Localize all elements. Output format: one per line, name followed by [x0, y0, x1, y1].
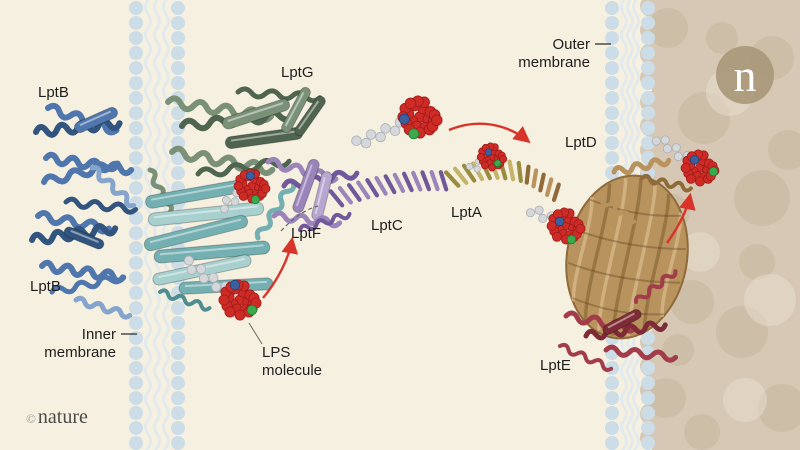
label-lptb-top: LptB: [38, 84, 69, 101]
label-lpte: LptE: [540, 357, 571, 374]
label-lptf: LptF: [291, 225, 321, 242]
label-outer-membrane-line1: Outer: [552, 36, 590, 53]
nature-logo-circle: [716, 46, 774, 104]
copyright-symbol: ©: [26, 411, 36, 426]
lptd-barrel-protein: [565, 157, 693, 340]
lpte-protein: [558, 269, 679, 372]
lptg-protein: [147, 86, 326, 223]
label-inner-membrane-line2: membrane: [44, 344, 116, 361]
lptb-protein-bottom: [29, 210, 133, 320]
lptb-protein-top: [33, 102, 139, 215]
transmembrane-helix-bundle: [143, 179, 297, 312]
nature-logo: n: [716, 46, 774, 104]
label-outer-membrane-line2: membrane: [518, 54, 590, 71]
label-lptb-bottom: LptB: [30, 278, 61, 295]
label-lps-line1: LPS: [262, 344, 290, 361]
label-lptg: LptG: [281, 64, 314, 81]
label-lps-line2: molecule: [262, 362, 322, 379]
label-layer: LptB LptB LptG LptF LptC LptA LptD LptE …: [26, 36, 611, 428]
protein-structures: [29, 86, 693, 372]
copyright: ©nature: [26, 406, 88, 428]
periplasmic-bridge-lptc-lpta: [328, 158, 561, 208]
lps-molecules: [183, 95, 720, 321]
nature-logo-letter: n: [734, 50, 757, 101]
brand-name: nature: [38, 406, 88, 428]
lptf-protein: [265, 156, 360, 232]
label-lptd: LptD: [565, 134, 597, 151]
label-lptc: LptC: [371, 217, 403, 234]
label-lpta: LptA: [451, 204, 482, 221]
transport-path-arrows: [248, 122, 696, 345]
label-inner-membrane-line1: Inner: [82, 326, 116, 343]
